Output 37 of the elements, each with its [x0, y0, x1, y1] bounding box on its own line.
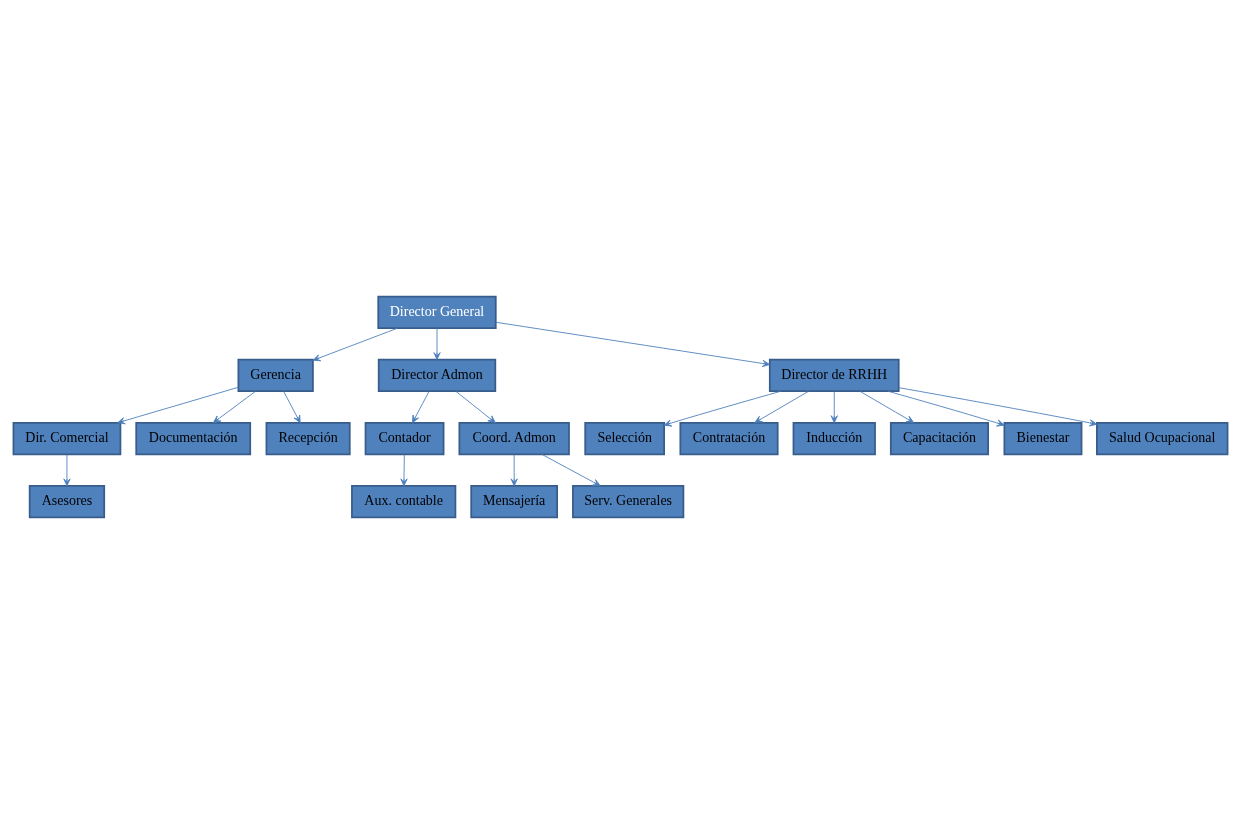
node-box: Bienestar — [1003, 421, 1083, 456]
node-box: Contratación — [679, 421, 779, 456]
arrow — [283, 391, 301, 424]
arrow — [455, 391, 496, 424]
node-box: Director de RRHH — [768, 358, 900, 393]
node-box: Gerencia — [237, 358, 314, 393]
arrow — [63, 454, 71, 487]
node-box: Mensajería — [470, 485, 558, 519]
arrow — [754, 390, 809, 424]
node-box: Serv. Generales — [572, 485, 685, 519]
arrow — [495, 321, 771, 368]
arrow — [400, 454, 408, 487]
arrow — [859, 390, 915, 424]
node-box: Recepción — [265, 421, 351, 456]
arrow — [433, 327, 441, 360]
arrow — [663, 390, 782, 427]
node-box: Capacitación — [889, 421, 990, 456]
node-box: Contador — [364, 421, 445, 456]
arrow — [312, 327, 398, 362]
node-box: Salud Ocupacional — [1096, 421, 1229, 456]
node-box: Aux. contable — [351, 485, 457, 519]
node-box: Asesores — [28, 485, 106, 519]
arrow — [212, 391, 256, 424]
arrow — [898, 387, 1098, 427]
node-box: Inducción — [792, 421, 876, 456]
node-box: Documentación — [135, 421, 252, 456]
arrow — [117, 386, 239, 425]
arrow — [887, 390, 1005, 427]
arrow — [510, 454, 518, 487]
arrow — [830, 391, 838, 424]
arrow — [412, 391, 430, 424]
node-box: Selección — [584, 421, 665, 456]
node-box: Dir. Comercial — [12, 421, 122, 456]
node-box: Director Admon — [377, 358, 497, 393]
node-box: Director General — [377, 295, 497, 329]
arrow — [541, 454, 601, 487]
node-box: Coord. Admon — [458, 421, 570, 456]
